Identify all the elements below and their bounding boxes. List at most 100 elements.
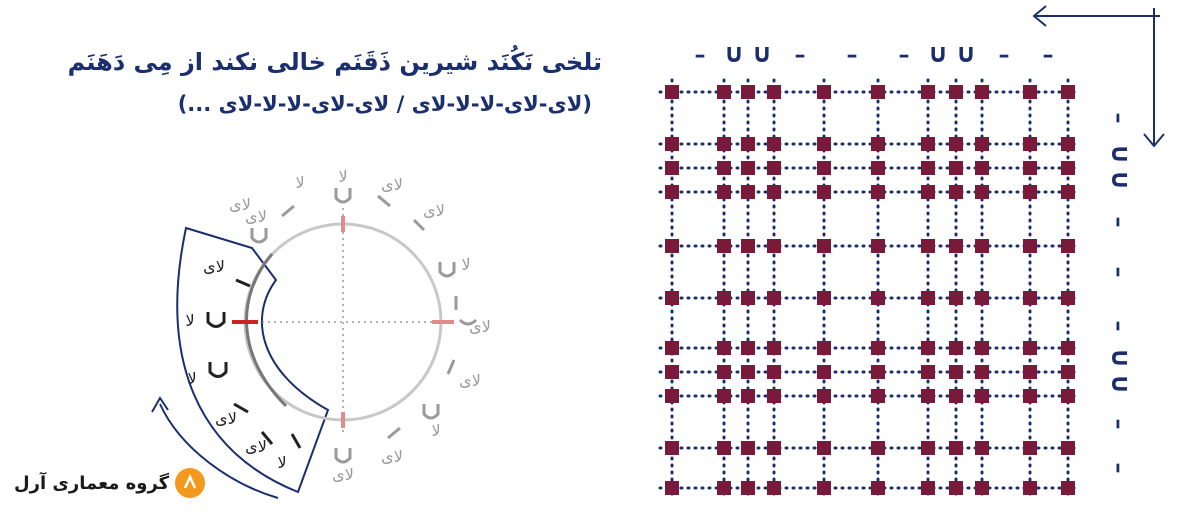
grid-node xyxy=(741,481,755,495)
grid-node xyxy=(767,161,781,175)
grid-node xyxy=(975,341,989,355)
grid-node xyxy=(817,441,831,455)
side-mark-6: ∪ xyxy=(1105,347,1135,368)
grid-node xyxy=(767,441,781,455)
grid-node xyxy=(741,161,755,175)
grid-node xyxy=(871,341,885,355)
grid-node xyxy=(817,389,831,403)
inner-marks xyxy=(206,278,302,449)
grid-node xyxy=(921,389,935,403)
grid-node xyxy=(767,341,781,355)
circle-label-8: لای xyxy=(332,465,354,484)
grid-node xyxy=(717,341,731,355)
grid-node xyxy=(741,365,755,379)
grid-node xyxy=(871,161,885,175)
inner-label-5: لا xyxy=(277,453,286,472)
grid-node xyxy=(871,291,885,305)
grid-node xyxy=(665,239,679,253)
grid-node xyxy=(717,481,731,495)
logo-text: گروه معماری آرل xyxy=(14,472,170,494)
axis-arrows xyxy=(1032,5,1165,148)
brand-logo: گروه معماری آرل xyxy=(14,468,206,498)
rotation-arrow xyxy=(159,403,279,499)
grid-node xyxy=(921,137,935,151)
grid-node xyxy=(741,389,755,403)
top-mark-8: – xyxy=(999,43,1010,68)
top-mark-7: ∪ xyxy=(955,39,976,69)
inner-label-1: لا xyxy=(185,311,194,330)
grid-node xyxy=(817,161,831,175)
side-mark-5: – xyxy=(1106,321,1131,332)
side-marks: –∪∪–––∪∪–– xyxy=(1105,113,1135,474)
circle-label-10: لای xyxy=(245,207,267,226)
grid-node xyxy=(975,239,989,253)
grid-node xyxy=(1061,185,1075,199)
grid-node xyxy=(817,85,831,99)
grid-node xyxy=(1023,161,1037,175)
grid-node xyxy=(717,291,731,305)
grid-node xyxy=(1061,239,1075,253)
circle-label-2: لای xyxy=(423,201,445,220)
grid-node xyxy=(871,85,885,99)
grid-node xyxy=(1023,341,1037,355)
grid-node xyxy=(871,389,885,403)
circle-label-9: لا xyxy=(295,173,304,192)
grid-node xyxy=(817,291,831,305)
grid-node xyxy=(665,441,679,455)
grid-node xyxy=(975,389,989,403)
grid-node xyxy=(949,481,963,495)
grid-node xyxy=(1023,239,1037,253)
top-marks: –∪∪–––∪∪–– xyxy=(695,39,1054,69)
circle-label-4: لای xyxy=(469,317,491,336)
side-mark-4: – xyxy=(1106,267,1131,278)
side-mark-1: ∪ xyxy=(1105,143,1135,164)
grid-node xyxy=(871,441,885,455)
grid-node xyxy=(1061,161,1075,175)
top-mark-9: – xyxy=(1043,43,1054,68)
top-mark-3: – xyxy=(795,43,806,68)
grid-node xyxy=(1023,365,1037,379)
side-mark-3: – xyxy=(1106,217,1131,228)
grid-node xyxy=(949,85,963,99)
inner-label-3: لای xyxy=(215,409,237,428)
grid-node xyxy=(717,137,731,151)
grid-node xyxy=(921,441,935,455)
grid-node xyxy=(717,441,731,455)
grid-node xyxy=(871,185,885,199)
inner-labels: لای لا لا لای لای لا xyxy=(185,257,286,472)
grid-node xyxy=(1061,291,1075,305)
grid-node xyxy=(767,481,781,495)
circle-label-1: لای xyxy=(381,175,403,194)
grid-node xyxy=(665,85,679,99)
grid-node xyxy=(975,185,989,199)
grid-node xyxy=(949,161,963,175)
circle-label-0: لا xyxy=(338,167,347,186)
grid-diagram xyxy=(658,78,1082,502)
circle-label-7: لای xyxy=(381,447,403,466)
side-mark-8: – xyxy=(1106,419,1131,430)
grid-node xyxy=(921,239,935,253)
grid-node xyxy=(1061,137,1075,151)
grid-node xyxy=(949,365,963,379)
top-mark-0: – xyxy=(695,43,706,68)
top-mark-2: ∪ xyxy=(751,39,772,69)
grid-node xyxy=(717,365,731,379)
grid-node xyxy=(1023,481,1037,495)
side-mark-7: ∪ xyxy=(1105,373,1135,394)
grid-node xyxy=(717,389,731,403)
grid-node xyxy=(1023,291,1037,305)
grid-node xyxy=(817,481,831,495)
grid-node xyxy=(1023,389,1037,403)
grid-node xyxy=(1061,441,1075,455)
grid-node xyxy=(921,161,935,175)
grid-node xyxy=(975,137,989,151)
top-mark-5: – xyxy=(899,43,910,68)
grid-node xyxy=(817,239,831,253)
circle-label-5: لای xyxy=(459,371,481,390)
grid-node xyxy=(949,137,963,151)
grid-node xyxy=(741,85,755,99)
grid-node xyxy=(741,291,755,305)
grid-node xyxy=(1061,365,1075,379)
grid-node xyxy=(921,341,935,355)
